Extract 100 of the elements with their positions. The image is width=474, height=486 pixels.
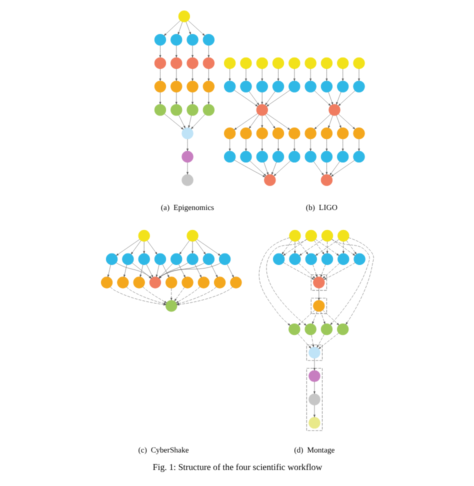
arrow: [266, 113, 290, 130]
arrow: [228, 138, 230, 152]
node-circle: [240, 57, 252, 70]
node-circle: [352, 80, 364, 92]
arrow: [341, 68, 344, 82]
node-circle: [240, 150, 252, 163]
node-circle: [178, 10, 190, 22]
arrow: [244, 138, 246, 152]
arrow: [110, 286, 166, 306]
arrow: [142, 241, 145, 254]
arrow: [341, 138, 344, 152]
arrow: [281, 240, 292, 254]
node-circle: [154, 104, 166, 116]
node-circle: [186, 80, 198, 92]
node-circle: [170, 253, 182, 265]
label: (c) CyberShake: [138, 446, 188, 455]
arrow: [116, 239, 140, 256]
arrow: [328, 115, 332, 128]
arrow: [158, 92, 161, 104]
node-circle: [181, 150, 193, 163]
arrow: [248, 114, 259, 129]
arrow: [191, 68, 193, 82]
node-circle: [336, 80, 348, 92]
node-circle: [186, 230, 198, 242]
arrow: [260, 68, 263, 82]
node-circle: [256, 150, 268, 163]
arrow: [326, 241, 328, 254]
arrow: [142, 286, 166, 304]
arrow: [282, 262, 314, 280]
node-circle: [138, 230, 150, 242]
node-circle: [288, 150, 300, 163]
arrow: [273, 160, 290, 176]
arrow: [174, 92, 177, 104]
arrow: [325, 162, 328, 175]
arrow: [190, 114, 205, 130]
arrow: [310, 334, 314, 348]
arrow: [185, 22, 190, 35]
arrow: [282, 239, 306, 256]
arrow: [346, 240, 356, 254]
node-circle: [320, 230, 333, 242]
arrow: [313, 405, 315, 418]
arrow: [260, 116, 263, 128]
arrow: [176, 286, 216, 304]
node-circle: [223, 57, 236, 70]
arrow: [298, 310, 315, 326]
node-circle: [122, 253, 134, 265]
node-circle: [304, 80, 316, 92]
arrow: [158, 45, 161, 58]
label: (b) LIGO: [305, 202, 337, 212]
arrow: [174, 68, 177, 82]
arrow: [264, 114, 275, 129]
node-circle: [320, 57, 332, 70]
node-circle: [304, 230, 316, 242]
arrow: [320, 311, 325, 324]
arrow: [329, 161, 340, 176]
arrow: [313, 161, 324, 176]
arrow: [264, 91, 275, 106]
node-circle: [272, 150, 284, 163]
arrow: [336, 92, 341, 105]
arrow: [234, 160, 265, 178]
node-circle: [288, 57, 300, 70]
arrow: [207, 45, 210, 58]
arrow: [196, 239, 220, 256]
arrow: [323, 262, 355, 280]
arrow: [158, 68, 161, 82]
arrow: [174, 45, 177, 58]
node-circle: [186, 104, 198, 116]
arrow: [314, 240, 324, 254]
arrow: [314, 114, 330, 130]
arrow: [234, 113, 258, 130]
node-circle: [116, 276, 128, 288]
node-circle: [138, 253, 150, 265]
arrow: [292, 138, 295, 152]
arrow: [226, 264, 234, 278]
node-circle: [202, 80, 214, 92]
node-circle: [272, 80, 284, 92]
arrow: [174, 287, 184, 302]
arrow: [314, 239, 339, 256]
arrow: [271, 162, 276, 175]
arrow: [248, 91, 259, 106]
arrow: [146, 240, 157, 254]
arrow: [298, 239, 322, 256]
arrow: [313, 382, 315, 394]
arrow: [249, 160, 266, 176]
arrow: [176, 286, 232, 306]
arrow: [336, 115, 341, 128]
node-circle: [256, 57, 268, 70]
arrow: [164, 114, 184, 130]
arrow: [318, 332, 338, 349]
arrow: [130, 240, 141, 254]
arrow: [123, 264, 126, 278]
node-circle: [272, 57, 284, 70]
arrow: [297, 240, 308, 254]
arrow: [328, 92, 332, 105]
arrow: [266, 90, 290, 106]
arrow: [309, 138, 311, 152]
arrow: [178, 240, 190, 254]
arrow: [260, 138, 263, 152]
arrow: [186, 162, 188, 175]
arrow: [139, 264, 143, 278]
